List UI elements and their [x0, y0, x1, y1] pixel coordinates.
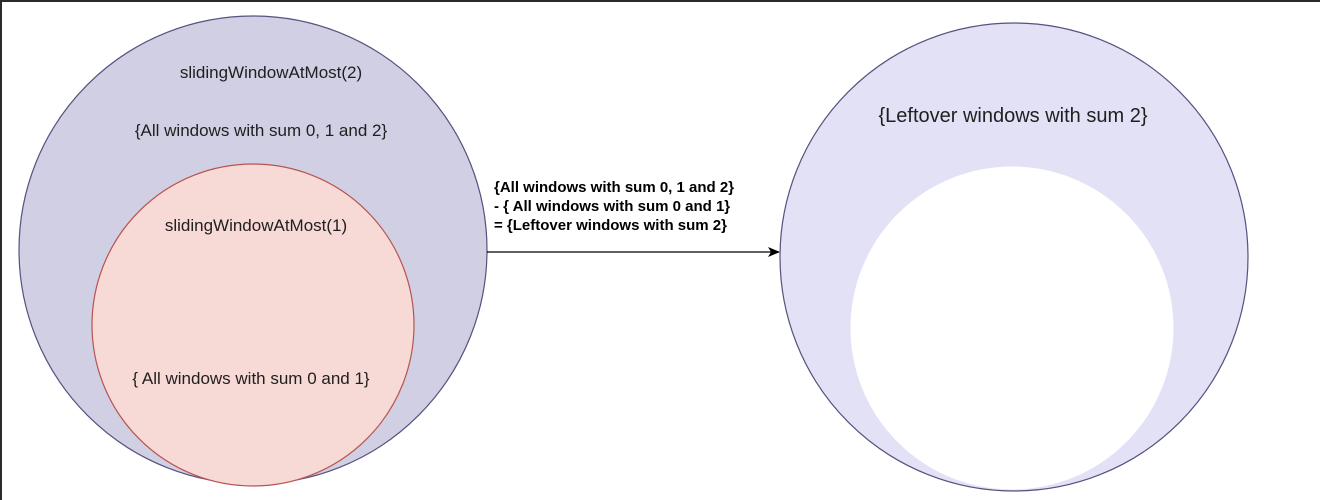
- arrow-label-line-1: {All windows with sum 0, 1 and 2}: [494, 179, 734, 196]
- outer-set-label: {All windows with sum 0, 1 and 2}: [135, 121, 388, 140]
- inner-set-circle: [91, 163, 415, 487]
- arrow-label-line-2: - { All windows with sum 0 and 1}: [494, 198, 730, 215]
- inner-set-label: { All windows with sum 0 and 1}: [132, 369, 370, 388]
- outer-title: slidingWindowAtMost(2): [180, 63, 362, 82]
- arrow-label-line-3: = {Leftover windows with sum 2}: [494, 217, 727, 234]
- leftover-set-label: {Leftover windows with sum 2}: [878, 105, 1147, 127]
- inner-title: slidingWindowAtMost(1): [165, 216, 347, 235]
- excluded-set-hole: [850, 166, 1174, 490]
